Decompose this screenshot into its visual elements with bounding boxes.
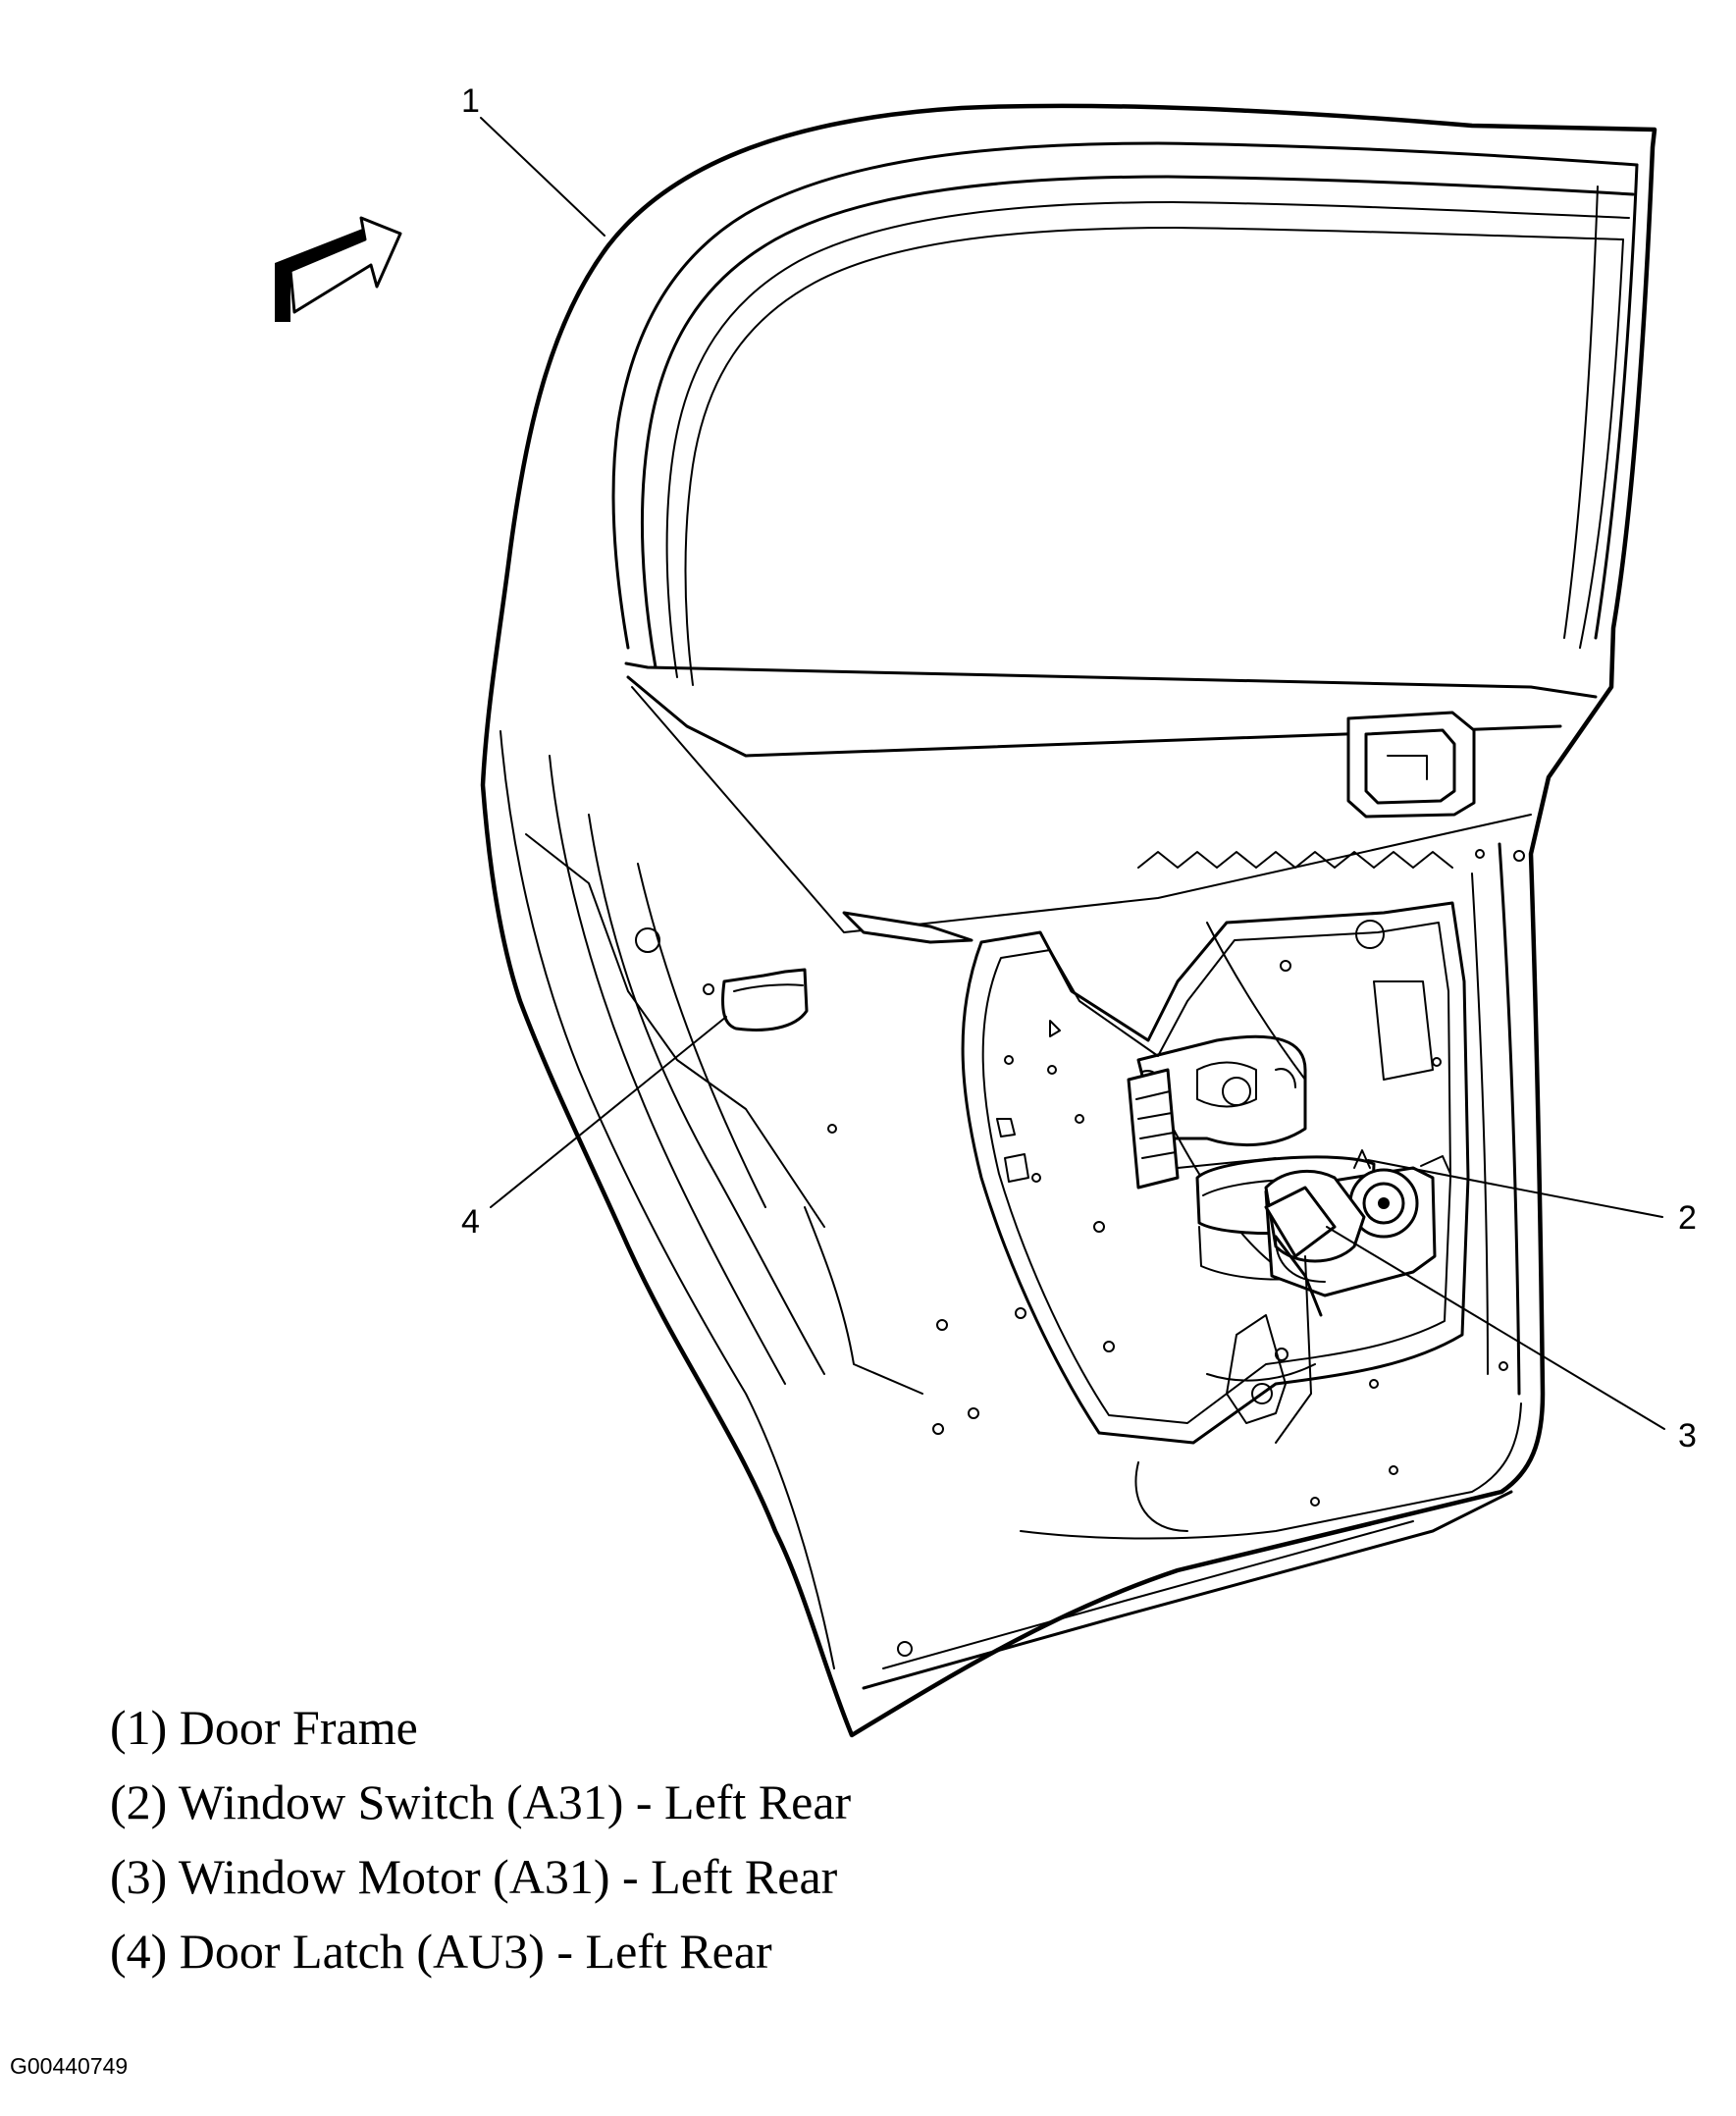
door-diagram: 1 2 3 4 <box>275 82 1697 1738</box>
callout-4: 4 <box>461 1203 480 1241</box>
legend-item-door-latch: (4) Door Latch (AU3) - Left Rear <box>110 1924 772 1979</box>
figure-id: G00440749 <box>10 2053 129 2079</box>
callout-1: 1 <box>461 82 480 120</box>
door-frame <box>480 103 1657 1738</box>
forward-arrow-icon <box>275 216 402 322</box>
leader-4 <box>490 1016 727 1208</box>
leader-lines <box>480 117 1665 1430</box>
leader-1 <box>480 117 605 237</box>
leader-3 <box>1326 1226 1665 1430</box>
door-latch <box>721 968 809 1032</box>
legend-item-door-frame: (1) Door Frame <box>110 1700 418 1755</box>
legend-item-window-motor: (3) Window Motor (A31) - Left Rear <box>110 1849 838 1904</box>
callout-2: 2 <box>1678 1199 1697 1237</box>
window-regulator <box>1127 1034 1451 1444</box>
legend-item-window-switch: (2) Window Switch (A31) - Left Rear <box>110 1774 852 1829</box>
callout-3: 3 <box>1678 1417 1697 1455</box>
parts-legend: (1) Door Frame (2) Window Switch (A31) -… <box>110 1690 851 1988</box>
leader-2 <box>1367 1159 1663 1218</box>
